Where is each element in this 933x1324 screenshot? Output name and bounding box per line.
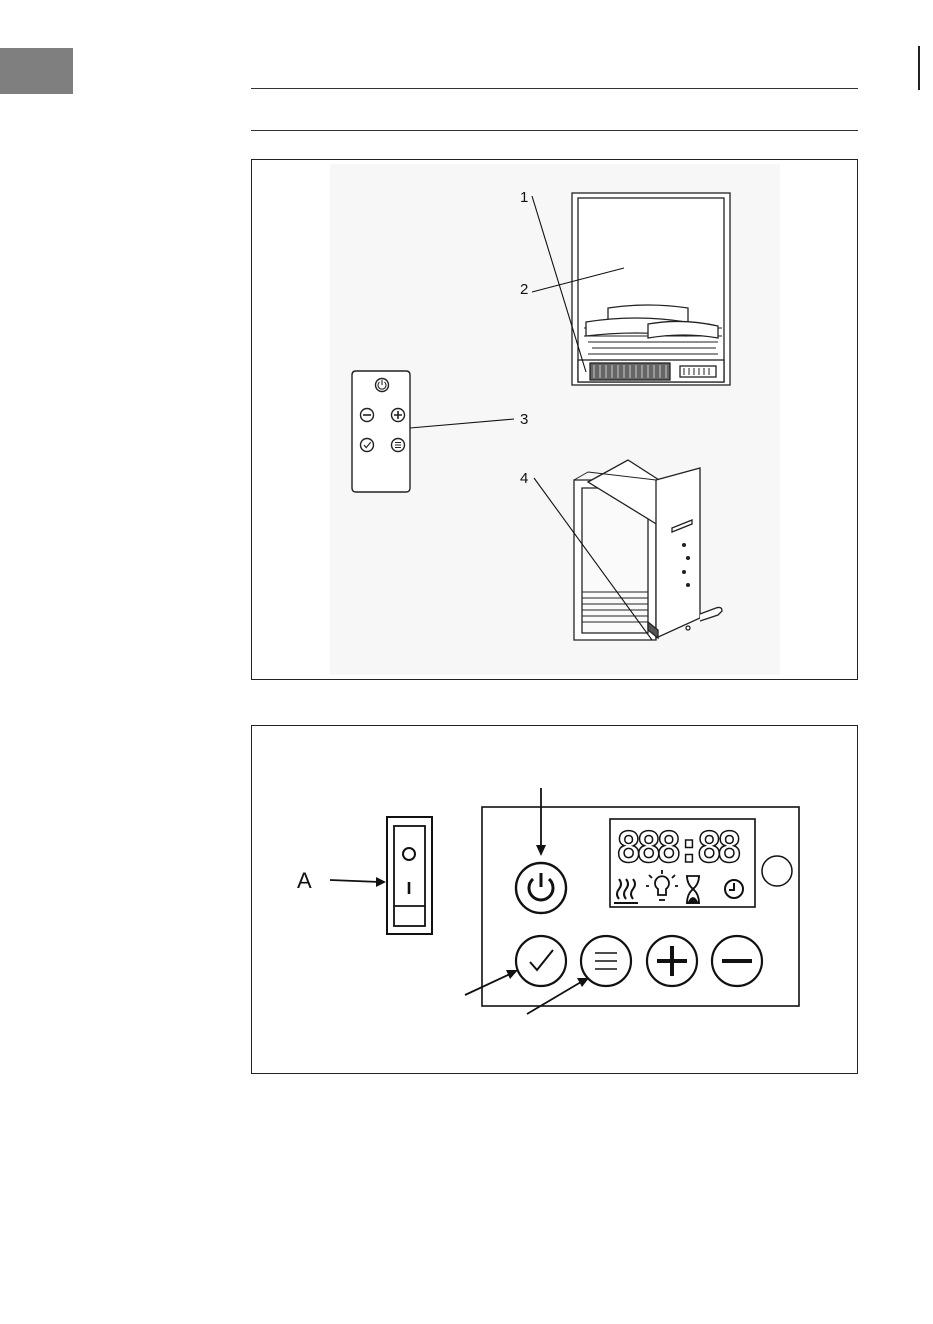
fireplace-front-view	[572, 193, 730, 385]
header-rule-bottom	[251, 130, 858, 131]
control-panel-drawing: A 888:88	[252, 726, 859, 1075]
switch-label-a: A	[297, 868, 312, 893]
power-button	[516, 863, 566, 913]
minus-button	[712, 936, 762, 986]
callout-1: 1	[520, 189, 528, 206]
remote-power-icon	[376, 379, 389, 392]
product-overview-figure: 1 2 3 4	[251, 159, 858, 680]
remote-control	[352, 371, 410, 492]
lcd-display: 888:88	[610, 819, 755, 907]
remote-menu-icon	[392, 439, 405, 452]
display-digits: 888:88	[616, 823, 742, 872]
switch-off-symbol	[403, 848, 415, 860]
control-panel-figure: A 888:88	[251, 725, 858, 1074]
confirm-button	[516, 936, 566, 986]
fireplace-side-view	[574, 460, 722, 640]
product-overview-drawing: 1 2 3 4	[252, 160, 859, 681]
page-edge-rule	[918, 46, 920, 90]
remote-plus-icon	[392, 409, 405, 422]
main-rocker-switch	[387, 817, 432, 934]
arrow-to-switch-head	[376, 877, 386, 887]
arrow-to-switch	[330, 880, 380, 882]
callout-3: 3	[520, 411, 528, 428]
callout-4: 4	[520, 470, 528, 487]
indicator-lamp	[762, 856, 792, 886]
remote-minus-icon	[361, 409, 374, 422]
plus-button	[647, 936, 697, 986]
header-rule-top	[251, 88, 858, 89]
language-tab	[0, 48, 73, 94]
remote-check-icon	[361, 439, 374, 452]
callout-2: 2	[520, 281, 528, 298]
